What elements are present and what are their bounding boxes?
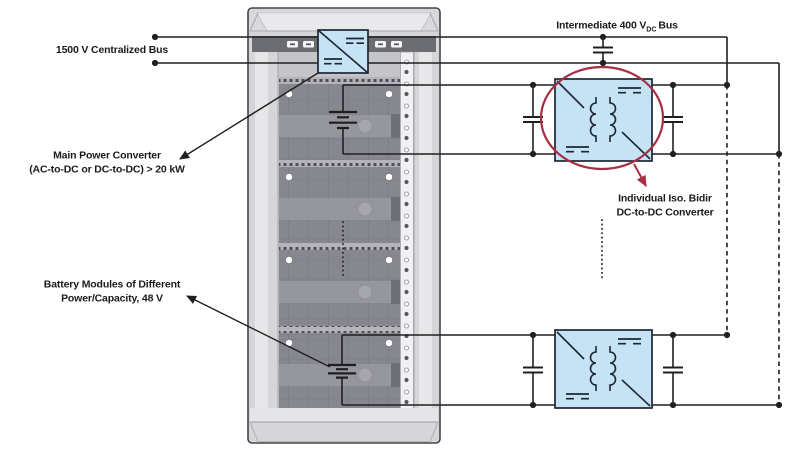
junction-dots [151, 33, 783, 409]
main-converter-arrow [179, 72, 319, 160]
dc-symbol [346, 37, 364, 45]
main-converter-label: Main Power Converter (AC-to-DC or DC-to-… [29, 149, 185, 175]
bus-capacitor [593, 37, 613, 63]
intermediate-bus-bottom [368, 62, 780, 154]
module-knob [357, 367, 373, 383]
battery-icon [328, 335, 356, 405]
dc-symbol [566, 393, 589, 400]
wires [155, 36, 780, 406]
vent-slots [287, 41, 402, 48]
individual-converter-label: Individual Iso. Bidir DC-to-DC Converter [616, 192, 714, 218]
dc-dc-converter-2 [554, 329, 653, 409]
module-knob [357, 284, 373, 300]
dc-symbol [618, 338, 641, 345]
dc-dc-converter-1 [554, 78, 653, 162]
battery-modules-label: Battery Modules of Different Power/Capac… [43, 278, 181, 304]
main-power-converter [317, 29, 369, 74]
battery-module [279, 77, 400, 160]
battery-icon [329, 85, 357, 154]
rack-base [250, 408, 438, 422]
capacitor [663, 335, 683, 405]
server-rack [247, 7, 441, 444]
battery-module [279, 160, 400, 243]
centralized-bus-wires [155, 36, 318, 64]
highlight-ellipse [539, 65, 665, 171]
battery-module [279, 326, 400, 408]
battery-module [279, 243, 400, 326]
intermediate-bus-top [368, 36, 728, 85]
capacitor [523, 335, 543, 405]
rack-top-bevel [256, 12, 432, 32]
transformer-icon [589, 346, 617, 391]
transformer-icon [589, 97, 617, 142]
dc-symbol [324, 58, 342, 65]
centralized-bus-label: 1500 V Centralized Bus [55, 44, 169, 57]
battery-modules-arrow [186, 295, 331, 368]
dc-symbol [566, 146, 589, 153]
capacitor [523, 85, 543, 154]
module-knob [357, 118, 373, 134]
dc-symbol [618, 87, 641, 94]
capacitor [663, 85, 683, 154]
module-knob [357, 201, 373, 217]
individual-converter-arrow [633, 163, 647, 187]
